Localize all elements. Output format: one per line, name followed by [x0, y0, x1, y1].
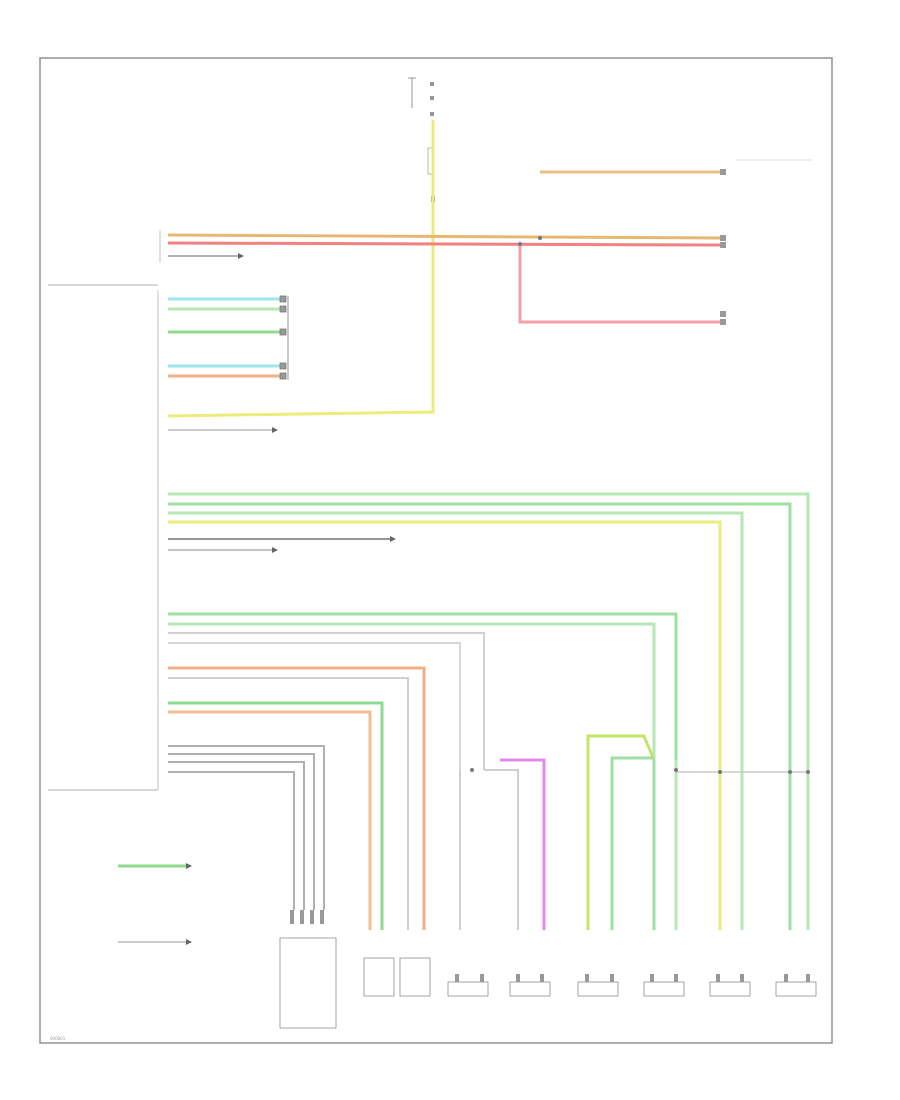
arrow-1 [238, 253, 244, 259]
amplifier-box [279, 937, 337, 1029]
right-connectors [720, 169, 726, 325]
splice-points [470, 236, 810, 774]
wire-grey-mid-1 [168, 632, 485, 770]
speaker-4-box [643, 981, 685, 997]
bottom-components [279, 910, 817, 1029]
arrow-3 [390, 536, 396, 542]
wires [118, 120, 810, 943]
speaker-3-box [577, 981, 619, 997]
wire-green-long-3 [168, 511, 744, 930]
wire-salmon-2 [168, 666, 426, 930]
antenna-module-box [363, 957, 395, 997]
wire-green-mid-1 [168, 612, 678, 760]
wire-green-long-1 [168, 492, 810, 930]
middle-connector [279, 295, 289, 380]
wire-green-ant-1 [168, 701, 384, 930]
wire-grey-drop-b [484, 769, 519, 930]
wire-salmon-ant [168, 710, 372, 930]
wire-orange-top [167, 233, 721, 240]
speaker-1-box [447, 981, 489, 997]
wire-yellow-long [168, 520, 722, 930]
footer-code: 000001 [50, 1036, 66, 1041]
wire-grey-amp-2 [168, 753, 315, 910]
wire-yellowgreen-drop [586, 734, 656, 930]
wire-violet-drop [500, 758, 546, 930]
wire-grey-mid-3 [168, 677, 409, 930]
arrow-2 [272, 427, 278, 433]
arrow-5 [186, 863, 192, 869]
wire-green-drop-b [610, 756, 654, 930]
arrow-6 [186, 939, 192, 945]
speaker-6-box [775, 981, 817, 997]
wire-yellow-feed [167, 120, 435, 418]
wire-green-mid-2 [168, 622, 656, 760]
speaker-5-box [709, 981, 751, 997]
ground-arrows [186, 253, 396, 945]
speaker-2-box [509, 981, 551, 997]
arrow-4 [272, 547, 278, 553]
wire-pink-vertical [518, 244, 720, 324]
wire-green-long-2 [168, 502, 792, 930]
wire-red-top [167, 241, 721, 247]
radio-connector-pins [157, 230, 161, 790]
wire-grey-amp-4 [168, 771, 295, 910]
top-fuse-connector [408, 77, 435, 202]
wire-grey-amp-1 [168, 745, 325, 910]
subwoofer-box [399, 957, 431, 997]
wire-grey-amp-3 [168, 761, 305, 910]
diagram-frame [39, 57, 833, 1044]
wire-grey-mid-2 [168, 642, 461, 770]
